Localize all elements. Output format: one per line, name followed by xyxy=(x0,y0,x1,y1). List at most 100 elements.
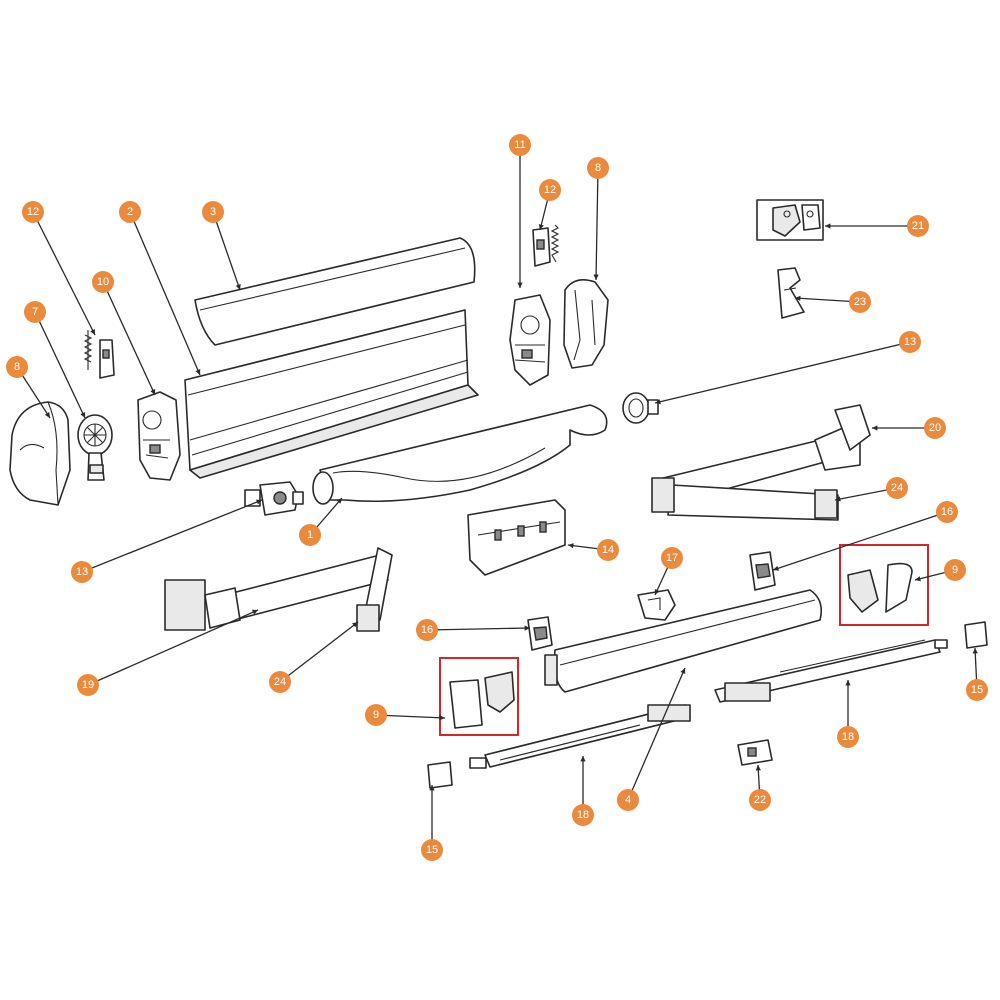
leader-arrow-18 xyxy=(845,680,851,686)
callout-number: 20 xyxy=(929,422,941,434)
callout-number: 16 xyxy=(421,624,433,636)
leader-line-10 xyxy=(102,281,156,396)
leader-arrow-7 xyxy=(80,412,86,418)
leader-line-4 xyxy=(627,667,686,801)
leader-arrow-18 xyxy=(580,756,586,762)
part-fabric-roller xyxy=(312,404,608,505)
leader-arrow-12 xyxy=(538,224,544,230)
callout-18: 18 xyxy=(837,726,859,748)
callout-15: 15 xyxy=(421,839,443,861)
part-end-cap-right xyxy=(563,279,609,369)
leader-line-9 xyxy=(375,714,446,719)
callout-number: 10 xyxy=(97,276,109,288)
callout-16: 16 xyxy=(416,619,438,641)
callout-number: 17 xyxy=(666,552,678,564)
callout-number: 14 xyxy=(602,544,614,556)
part-end-cap-left xyxy=(9,401,71,506)
callout-circle xyxy=(966,679,988,701)
part-bracket-right xyxy=(509,294,551,386)
part-21-assembly xyxy=(756,199,824,241)
callout-12: 12 xyxy=(22,201,44,223)
callout-number: 13 xyxy=(76,566,88,578)
callout-number: 15 xyxy=(426,844,438,856)
callout-14: 14 xyxy=(597,539,619,561)
leader-arrow-22 xyxy=(755,765,761,771)
part-bracket-left xyxy=(137,391,181,481)
part-arm-right xyxy=(651,404,871,521)
leader-line-13 xyxy=(81,499,263,573)
leader-arrow-20 xyxy=(872,425,878,431)
part-front-bar xyxy=(544,589,823,693)
callout-number: 23 xyxy=(854,296,866,308)
callout-number: 3 xyxy=(210,206,216,218)
callout-circle xyxy=(119,201,141,223)
callout-number: 9 xyxy=(952,564,958,576)
leader-arrow-10 xyxy=(150,389,156,395)
callout-1: 1 xyxy=(299,524,321,546)
part-14-mount xyxy=(467,499,566,576)
callout-19: 19 xyxy=(77,674,99,696)
callout-circle xyxy=(749,789,771,811)
callout-circle xyxy=(6,356,28,378)
leader-arrow-9 xyxy=(915,576,921,582)
callout-22: 22 xyxy=(749,789,771,811)
callout-circle xyxy=(77,674,99,696)
part-22-clip xyxy=(737,739,773,766)
callout-number: 22 xyxy=(754,794,766,806)
leader-arrow-8 xyxy=(593,274,599,280)
callout-circle xyxy=(944,559,966,581)
callout-number: 2 xyxy=(127,206,133,218)
leader-arrow-12 xyxy=(90,329,95,335)
leader-arrow-16 xyxy=(773,565,779,571)
leader-arrow-24 xyxy=(352,622,358,628)
callout-circle xyxy=(661,547,683,569)
callout-number: 18 xyxy=(577,809,589,821)
part-15-end-left xyxy=(427,761,453,789)
callout-circle xyxy=(22,201,44,223)
leader-line-2 xyxy=(129,211,201,376)
callout-12: 12 xyxy=(539,179,561,201)
callout-circle xyxy=(202,201,224,223)
leader-line-19 xyxy=(87,609,259,686)
leader-arrow-9 xyxy=(439,715,445,721)
leader-arrow-16 xyxy=(524,625,530,631)
part-spring-left xyxy=(83,330,115,379)
callout-circle xyxy=(539,179,561,201)
callout-number: 7 xyxy=(32,306,38,318)
callout-number: 24 xyxy=(274,676,286,688)
callout-circle xyxy=(837,726,859,748)
callout-number: 12 xyxy=(544,184,556,196)
callout-8: 8 xyxy=(6,356,28,378)
leader-line-16 xyxy=(772,511,948,571)
callout-9: 9 xyxy=(944,559,966,581)
callout-circle xyxy=(572,804,594,826)
part-9-kit-right xyxy=(839,544,929,626)
callout-circle xyxy=(269,671,291,693)
part-roller-end-right xyxy=(622,392,659,424)
callout-circle xyxy=(849,291,871,313)
leader-arrow-15 xyxy=(429,785,435,791)
leader-arrow-13 xyxy=(655,399,661,405)
callout-circle xyxy=(92,271,114,293)
leader-arrow-11 xyxy=(517,282,523,288)
callout-circle xyxy=(587,157,609,179)
leader-arrow-13 xyxy=(256,499,262,505)
part-spring-right xyxy=(532,224,560,267)
callout-24: 24 xyxy=(886,477,908,499)
leader-arrow-1 xyxy=(336,498,342,504)
callout-circle xyxy=(617,789,639,811)
callout-number: 9 xyxy=(373,709,379,721)
callout-number: 8 xyxy=(14,361,20,373)
callout-17: 17 xyxy=(661,547,683,569)
leader-line-16 xyxy=(426,627,531,631)
leader-line-12 xyxy=(32,211,96,336)
callout-number: 11 xyxy=(514,139,525,151)
callout-4: 4 xyxy=(617,789,639,811)
leader-arrow-3 xyxy=(235,284,241,290)
callout-23: 23 xyxy=(849,291,871,313)
callout-number: 1 xyxy=(307,529,313,541)
leader-arrow-23 xyxy=(795,295,801,301)
callout-20: 20 xyxy=(924,417,946,439)
